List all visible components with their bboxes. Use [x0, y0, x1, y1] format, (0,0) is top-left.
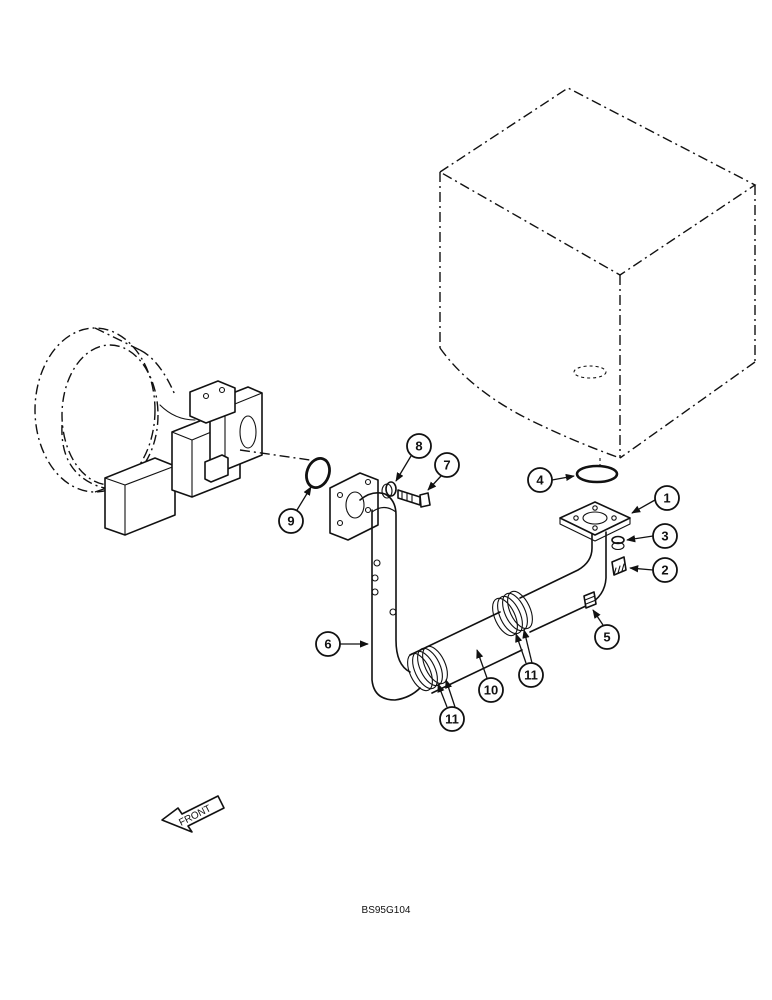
o-ring-pump — [305, 457, 331, 489]
lock-washer — [611, 535, 625, 551]
callout-9: 9 — [278, 508, 304, 534]
svg-text:8: 8 — [415, 439, 422, 454]
hydraulic-tank-phantom — [438, 87, 757, 470]
bolt-pump — [397, 489, 431, 508]
o-ring-tank — [575, 464, 619, 484]
callout-1: 1 — [654, 485, 680, 511]
callout-7: 7 — [434, 452, 460, 478]
tank-flange — [559, 501, 631, 542]
svg-text:11: 11 — [445, 712, 459, 727]
callout-4: 4 — [527, 467, 553, 493]
flange-bolt — [611, 556, 627, 576]
svg-text:4: 4 — [536, 473, 544, 488]
callout-3: 3 — [652, 523, 678, 549]
svg-text:10: 10 — [484, 683, 498, 698]
callout-11-upper: 11 — [518, 662, 544, 688]
callout-10: 10 — [478, 677, 504, 703]
svg-text:5: 5 — [603, 630, 610, 645]
callout-6: 6 — [315, 631, 341, 657]
callout-11-lower: 11 — [439, 706, 465, 732]
figure-code: BS95G104 — [362, 905, 411, 916]
callout-8: 8 — [406, 433, 432, 459]
svg-text:3: 3 — [661, 529, 668, 544]
svg-text:9: 9 — [287, 514, 294, 529]
svg-text:1: 1 — [663, 491, 670, 506]
callout-2: 2 — [652, 557, 678, 583]
lock-washer-pump — [381, 481, 397, 499]
pump-assembly — [34, 327, 311, 536]
svg-text:7: 7 — [443, 458, 450, 473]
suction-tube — [329, 472, 607, 701]
svg-text:11: 11 — [524, 668, 538, 683]
plug — [583, 591, 597, 609]
callout-5: 5 — [594, 624, 620, 650]
svg-text:6: 6 — [324, 637, 331, 652]
front-direction-arrow: FRONT — [161, 795, 225, 833]
svg-text:2: 2 — [661, 563, 668, 578]
